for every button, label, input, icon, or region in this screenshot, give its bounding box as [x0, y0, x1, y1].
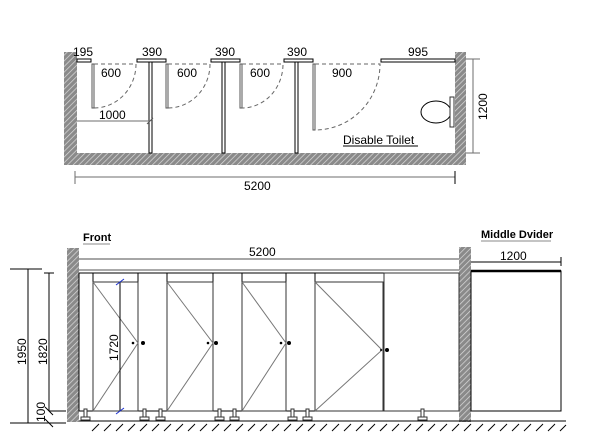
toilet-cistern [449, 96, 455, 128]
divider-3 [294, 61, 299, 154]
dim-door-height-label: 1720 [107, 334, 121, 361]
door-swing-2 [167, 63, 211, 109]
dim-total-height-label: 1950 [15, 338, 29, 365]
door-swing-4 [314, 63, 381, 131]
dim-pilaster-1-label: 390 [142, 45, 163, 59]
dim-pilaster-3-label: 390 [287, 45, 308, 59]
dim-door-1-label: 600 [101, 66, 122, 80]
door-hinge-mark-3 [241, 281, 287, 412]
front-elevation [10, 240, 567, 432]
door-leaf-2 [165, 63, 169, 109]
elev-door-1 [92, 281, 139, 412]
dim-door-2-label: 600 [177, 66, 198, 80]
door-leaf-4 [312, 63, 316, 131]
lock-2a [206, 341, 210, 345]
elev-door-4 [314, 281, 384, 412]
leg-7-foot [302, 416, 313, 421]
plan-wall-bottom [64, 153, 466, 165]
dim-end-panel-label: 195 [73, 45, 94, 59]
middle-divider-panel [470, 270, 562, 412]
plan-view [64, 52, 480, 184]
lock-4a [380, 349, 382, 351]
dim-overall-width-elev-label: 5200 [249, 245, 276, 259]
dim-return-label: 995 [408, 45, 429, 59]
middle-divider-title: Middle Dvider [481, 229, 554, 241]
lock-1a [131, 341, 135, 345]
dim-door-3-label: 600 [250, 66, 271, 80]
plan-wall-right [455, 52, 466, 165]
leg-4-foot [214, 416, 225, 421]
leg-2-foot [139, 416, 150, 421]
door-leaf-3 [239, 63, 243, 109]
door-swing-1 [93, 63, 137, 109]
dim-divider-width-label: 1200 [500, 249, 527, 263]
dim-overall-width-plan-label: 5200 [244, 179, 271, 193]
divider-2 [221, 61, 226, 154]
toilet-bowl [420, 100, 452, 124]
door-leaf-1 [91, 63, 95, 109]
room-label-disable-toilet: Disable Toilet [343, 133, 415, 147]
front-elevation-title: Front [83, 232, 112, 244]
lock-2b [214, 341, 218, 345]
elev-wall-left [67, 248, 79, 422]
dim-door-4-label: 900 [332, 66, 353, 80]
dim-100-tick-top [44, 406, 54, 416]
leg-6-foot [287, 416, 298, 421]
disabled-return-panel [380, 58, 456, 63]
door-swing-3 [241, 63, 284, 109]
leg-3-foot [155, 416, 166, 421]
leg-1-foot [80, 416, 91, 421]
elev-door-2 [166, 281, 214, 412]
door-hinge-mark-1 [92, 281, 139, 412]
leg-8-foot [417, 416, 428, 421]
dim-1000-tick [146, 117, 154, 125]
lock-3b [287, 341, 291, 345]
lock-1b [141, 341, 145, 345]
dim-pilaster-2-label: 390 [215, 45, 236, 59]
lock-4b [385, 348, 389, 352]
dim-1720-top-tick [115, 278, 125, 286]
end-panel [76, 58, 92, 63]
dim-leg-height-label: 100 [34, 401, 48, 422]
divider-1 [148, 61, 153, 154]
floor-hatch [91, 423, 567, 432]
dim-100-tick-bottom [44, 418, 54, 428]
elev-pilaster-2 [212, 272, 243, 412]
plan-wall-left [64, 52, 77, 165]
elev-wall-mid [459, 247, 471, 422]
dim-1720-bottom-tick [115, 407, 125, 415]
elev-disabled-return [383, 272, 460, 412]
dim-1000-label: 1000 [99, 108, 126, 122]
dim-panel-height-label: 1820 [36, 338, 50, 365]
elev-end-panel [78, 272, 94, 412]
leg-5-foot [229, 416, 240, 421]
elev-door-3 [241, 281, 287, 412]
dim-overall-depth-plan-label: 1200 [476, 93, 490, 120]
lock-3a [279, 341, 283, 345]
door-hinge-mark-2 [166, 281, 214, 412]
